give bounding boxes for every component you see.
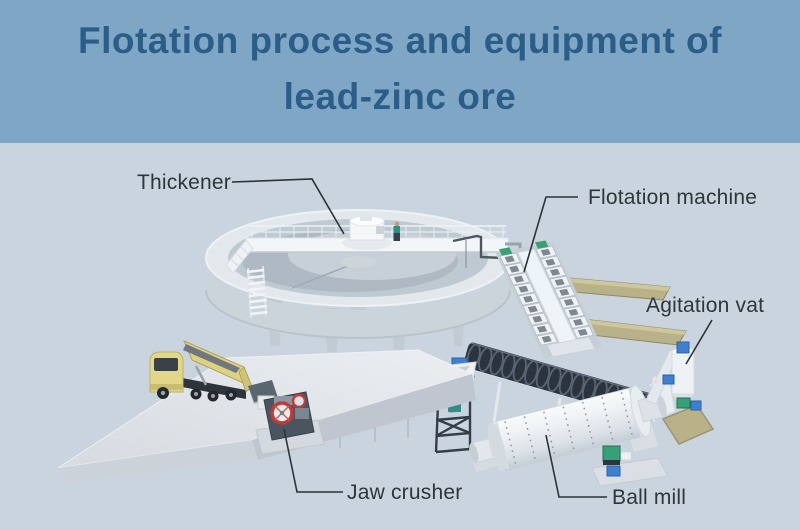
jaw-crusher [248, 380, 325, 455]
jaw-crusher-label: Jaw crusher [347, 481, 463, 504]
truck-bed-raised [183, 340, 253, 393]
agitation-vat [645, 341, 715, 445]
vat-pump-green [676, 397, 691, 409]
agitation-vat-label: Agitation vat [646, 294, 765, 317]
crusher-flywheel [270, 401, 294, 425]
dump-truck [149, 340, 253, 402]
crusher-pulley [291, 393, 307, 409]
flotation-motor-green-2 [535, 240, 549, 249]
flotation-cells-right [535, 245, 594, 339]
title-line-2: lead-zinc ore [283, 76, 517, 117]
thickener-stairs [225, 239, 268, 319]
jaw-crusher-pointer [283, 428, 343, 493]
thickener-label: Thickener [137, 171, 232, 194]
ball-mill-pointer [545, 434, 607, 498]
ball-mill-label: Ball mill [612, 486, 687, 509]
thickener-center-cone [340, 256, 376, 268]
truck-cab [149, 351, 184, 393]
agitation-pointer [685, 319, 713, 365]
flotation-machine-label: Flotation machine [588, 186, 758, 209]
thickener [205, 209, 511, 352]
worker-figure [393, 221, 400, 241]
thickener-tank-base-edge [205, 289, 511, 339]
vat-tank [671, 351, 695, 395]
vat-platform [661, 404, 715, 445]
vat-pump-blue [690, 400, 702, 411]
vat-motor-blue [676, 341, 690, 354]
ball-mill [469, 385, 669, 487]
flotation-cells-left [499, 252, 558, 346]
title-line-1: Flotation process and equipment of [78, 20, 722, 61]
thickener-tank-wall [206, 262, 510, 338]
hopper-steel-stand [434, 400, 472, 454]
mill-drive-unit [591, 445, 669, 487]
hopper-gate-teal [448, 403, 461, 412]
flotation-pointer [523, 196, 578, 273]
flotation-machine [495, 240, 603, 359]
title-banner: Flotation process and equipment of lead-… [0, 0, 800, 143]
thickener-center-drive [342, 214, 392, 250]
flotation-motor-green-1 [498, 247, 513, 256]
thickener-pointer [231, 178, 345, 235]
label-pointer-lines [231, 178, 713, 498]
